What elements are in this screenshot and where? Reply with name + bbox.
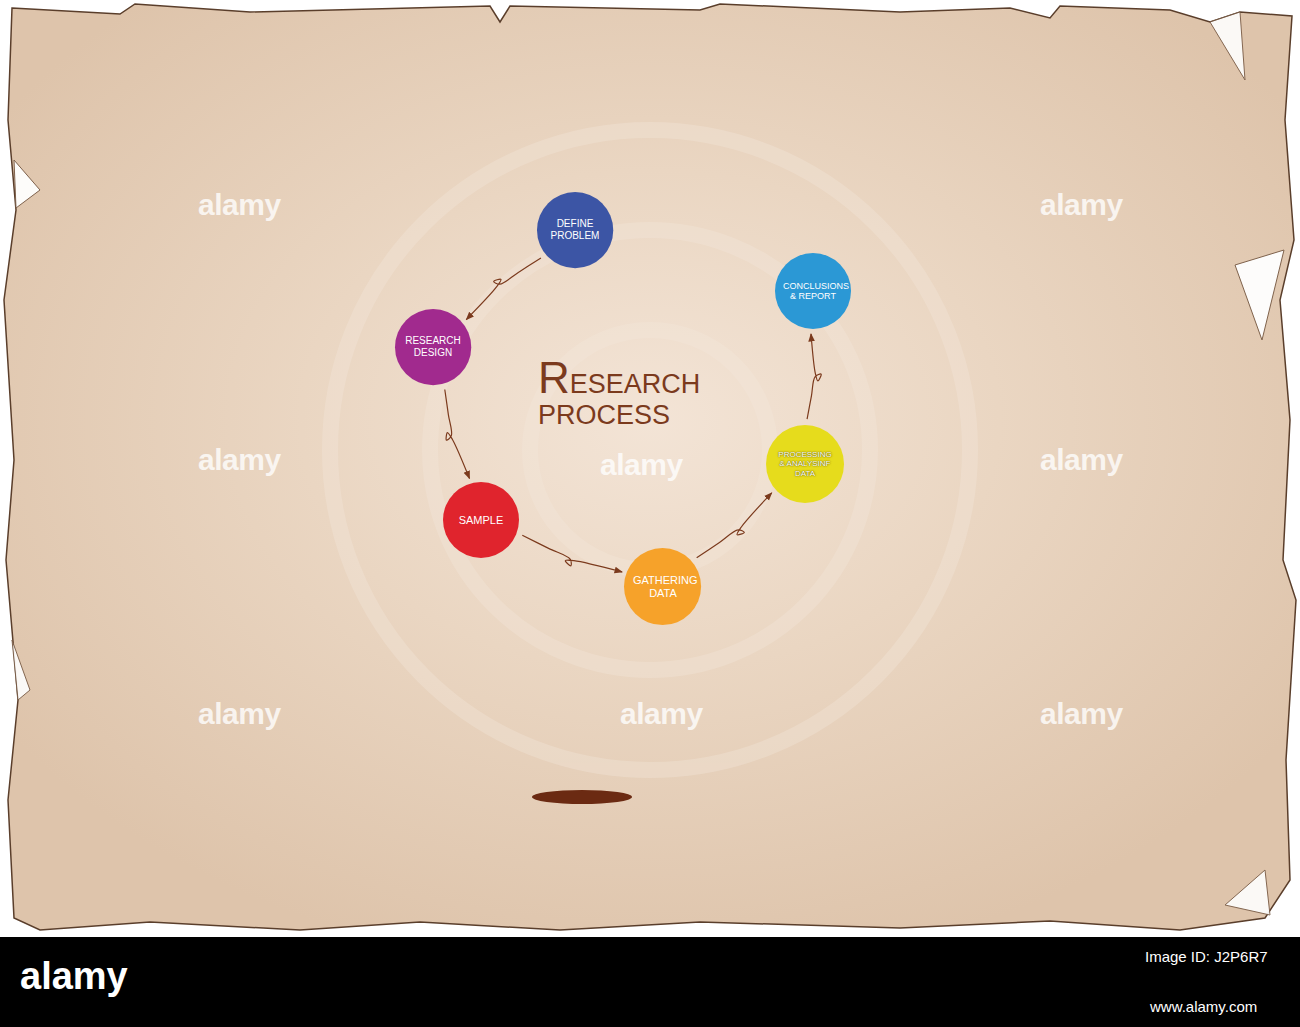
watermark: alamy xyxy=(600,448,683,482)
stock-info: Image ID: J2P6R7 xyxy=(1145,948,1268,965)
step-label: RESEARCH DESIGN xyxy=(403,335,463,358)
step-label: DEFINE PROBLEM xyxy=(545,218,605,241)
shadow xyxy=(532,790,632,804)
flow-arrow xyxy=(466,258,541,320)
watermark: alamy xyxy=(620,697,703,731)
step-label: PROCESSING & ANALYSINF DATA xyxy=(775,450,835,478)
step-circle: SAMPLE xyxy=(443,482,519,558)
watermark: alamy xyxy=(1040,697,1123,731)
torn-paper xyxy=(4,4,1296,930)
step-circle: RESEARCH DESIGN xyxy=(395,309,471,385)
watermark: alamy xyxy=(198,697,281,731)
diagram-title: RESEARCH PROCESS xyxy=(538,355,738,430)
step-label: GATHERING DATA xyxy=(633,574,693,599)
step-circle: CONCLUSIONS & REPORT xyxy=(775,253,851,329)
watermark: alamy xyxy=(198,443,281,477)
flow-arrow xyxy=(807,334,821,419)
step-circle: GATHERING DATA xyxy=(624,548,701,625)
watermark: alamy xyxy=(198,188,281,222)
stock-logo: alamy xyxy=(20,955,128,998)
stock-info: www.alamy.com xyxy=(1150,998,1257,1015)
watermark: alamy xyxy=(1040,188,1123,222)
flow-arrow xyxy=(445,390,470,479)
stock-bar xyxy=(0,937,1300,1027)
step-circle: DEFINE PROBLEM xyxy=(537,192,613,268)
step-label: CONCLUSIONS & REPORT xyxy=(783,281,843,302)
flow-arrow xyxy=(697,493,772,558)
watermark: alamy xyxy=(1040,443,1123,477)
step-circle: PROCESSING & ANALYSINF DATA xyxy=(766,425,844,503)
step-label: SAMPLE xyxy=(451,514,511,527)
flow-arrow xyxy=(522,535,622,572)
